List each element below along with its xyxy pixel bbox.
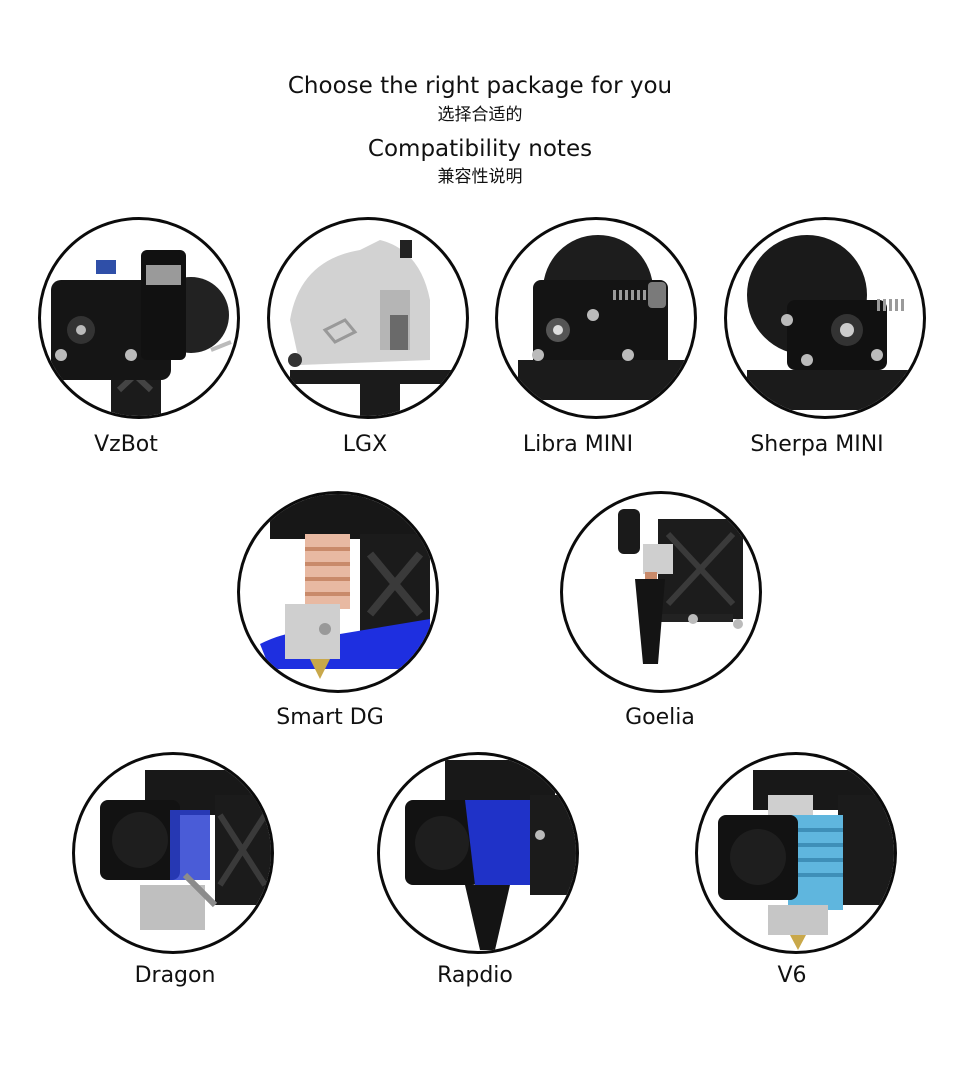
- libra-mini-image: [495, 217, 697, 419]
- extruder-icon: [288, 240, 460, 416]
- extruder-icon: [51, 250, 232, 416]
- extruder-icon: [747, 235, 917, 410]
- package-label: Dragon: [134, 963, 216, 988]
- page-subtitle-zh: 兼容性说明: [437, 167, 523, 187]
- lgx-image: [267, 217, 469, 419]
- package-label: Goelia: [625, 705, 695, 730]
- package-label: Libra MINI: [522, 432, 634, 457]
- page-title-zh: 选择合适的: [437, 105, 523, 125]
- hotend-icon: [100, 770, 271, 930]
- hotend-icon: [718, 770, 894, 950]
- package-label: VzBot: [94, 432, 158, 457]
- page-subtitle: Compatibility notes: [367, 136, 593, 162]
- rapdio-image: [377, 752, 579, 954]
- sherpa-mini-image: [724, 217, 926, 419]
- package-label: Rapdio: [437, 963, 513, 988]
- hotend-icon: [618, 509, 743, 664]
- package-label: V6: [777, 963, 807, 988]
- extruder-icon: [518, 235, 688, 400]
- page-title: Choose the right package for you: [287, 73, 673, 99]
- hotend-icon: [405, 760, 576, 950]
- vzbot-image: [38, 217, 240, 419]
- v6-image: [695, 752, 897, 954]
- smart-dg-image: [237, 491, 439, 693]
- package-label: Sherpa MINI: [750, 432, 884, 457]
- goelia-image: [560, 491, 762, 693]
- dragon-image: [72, 752, 274, 954]
- hotend-icon: [260, 494, 430, 679]
- package-label: Smart DG: [276, 705, 384, 730]
- package-label: LGX: [342, 432, 388, 457]
